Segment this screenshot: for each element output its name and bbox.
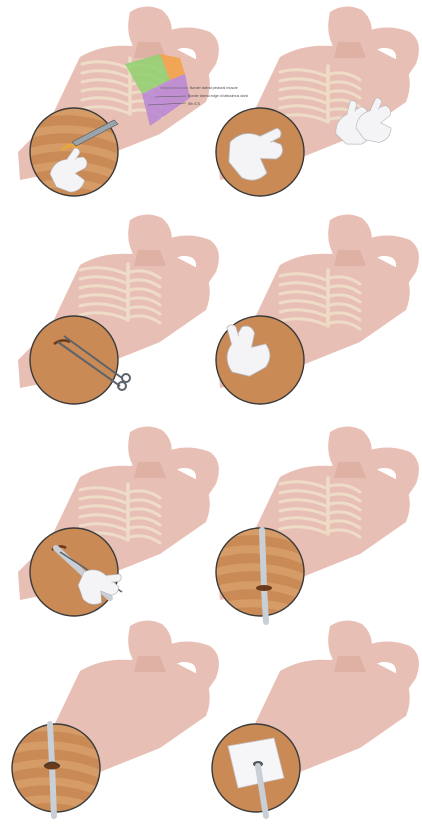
step-8-panel-illustration	[210, 616, 415, 816]
step-4-panel	[210, 210, 415, 410]
chest-tube	[262, 530, 266, 622]
label-intercostal-space: 5th ICS	[188, 102, 201, 106]
step-7-panel-illustration	[10, 616, 215, 816]
step-1-panel: Border lateral pectoral muscle Border la…	[10, 2, 215, 202]
chest-tube	[50, 724, 54, 816]
step-6-panel-illustration	[210, 422, 415, 622]
step-8-panel	[210, 616, 415, 816]
step-4-panel-illustration	[210, 210, 415, 410]
step-7-panel	[10, 616, 215, 816]
step-1-panel-illustration: Border lateral pectoral muscle Border la…	[10, 2, 215, 202]
step-5-panel	[10, 422, 215, 622]
step-2-panel-illustration	[210, 2, 415, 202]
tube-insertion-site	[256, 585, 272, 591]
step-2-panel	[210, 2, 415, 202]
step-3-panel-illustration	[10, 210, 215, 410]
step-5-panel-illustration	[10, 422, 215, 622]
step-3-panel	[10, 210, 215, 410]
step-6-panel	[210, 422, 415, 622]
